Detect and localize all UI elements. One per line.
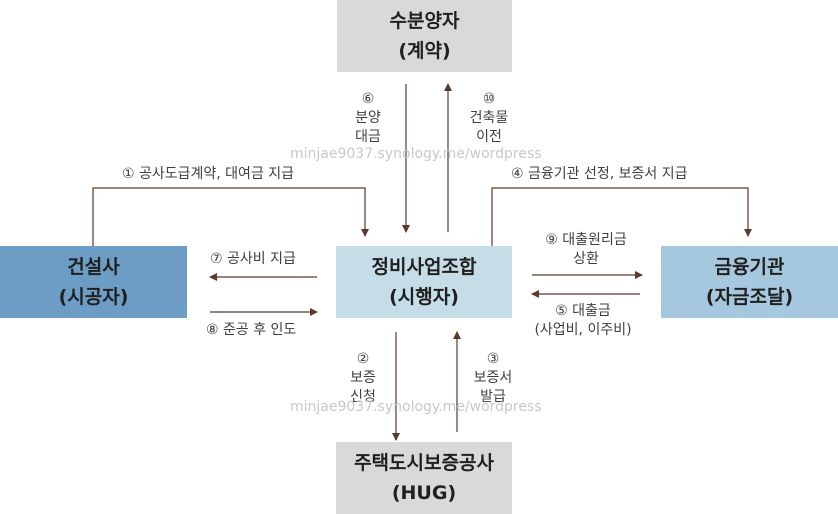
flow-label-9: ⑨ 대출원리금 상환: [526, 231, 646, 269]
node-finance: 금융기관 (자금조달): [661, 246, 838, 318]
node-union-role: (시행자): [389, 286, 459, 308]
arrow-f1: [92, 187, 369, 246]
node-contractor-role: (시공자): [58, 286, 129, 308]
node-buyer-name: 수분양자: [389, 10, 460, 32]
flow-label-3: ③ 보증서 발급: [462, 350, 524, 407]
node-contractor-name: 건설사: [67, 256, 120, 278]
flow-label-8: ⑧ 준공 후 인도: [206, 322, 297, 338]
flow-label-9-line1: ⑨ 대출원리금: [545, 232, 627, 248]
flow-label-10-line2: 건축물: [469, 110, 509, 126]
flow-label-7: ⑦ 공사비 지급: [210, 251, 296, 267]
node-hug: 주택도시보증공사 (HUG): [336, 442, 512, 514]
flow-label-6-line3: 대금: [355, 129, 381, 145]
flow-label-2: ② 보증 신청: [338, 350, 388, 407]
node-buyer-role: (계약): [398, 40, 451, 62]
node-finance-role: (자금조달): [705, 286, 794, 308]
flow-label-4: ④ 금융기관 선정, 보증서 지급: [511, 166, 688, 182]
flow-label-6-num: ⑥: [361, 91, 375, 107]
flow-label-5-line1: ⑤ 대출금: [555, 303, 611, 319]
flow-label-6-line2: 분양: [355, 110, 381, 126]
flow-label-3-line2: 보증서: [473, 370, 513, 386]
flow-label-10-line3: 이전: [476, 129, 502, 145]
flow-label-3-num: ③: [486, 351, 500, 367]
node-contractor: 건설사 (시공자): [0, 246, 187, 318]
watermark-top: minjae9037.synology.me/wordpress: [290, 146, 542, 162]
flow-label-5: ⑤ 대출금 (사업비, 이주비): [518, 302, 648, 340]
flow-label-6: ⑥ 분양 대금: [346, 90, 390, 147]
node-finance-name: 금융기관: [714, 256, 785, 278]
node-union-name: 정비사업조합: [371, 256, 477, 278]
flow-label-1: ① 공사도급계약, 대여금 지급: [122, 166, 295, 182]
arrow-f4: [491, 187, 752, 246]
node-union: 정비사업조합 (시행자): [336, 246, 512, 318]
node-hug-role: (HUG): [391, 482, 457, 504]
flow-label-2-line2: 보증: [350, 370, 376, 386]
flow-label-10-num: ⑩: [482, 91, 496, 107]
flow-label-10: ⑩ 건축물 이전: [458, 90, 520, 147]
node-buyer: 수분양자 (계약): [337, 0, 512, 72]
flow-label-9-line2: 상환: [573, 251, 599, 267]
flow-label-2-num: ②: [356, 351, 370, 367]
node-hug-name: 주택도시보증공사: [354, 452, 494, 474]
flow-label-2-line3: 신청: [350, 389, 376, 405]
flow-label-5-line2: (사업비, 이주비): [534, 322, 632, 338]
watermark-bottom: minjae9037.synology.me/wordpress: [290, 399, 542, 415]
flow-label-3-line3: 발급: [480, 389, 506, 405]
